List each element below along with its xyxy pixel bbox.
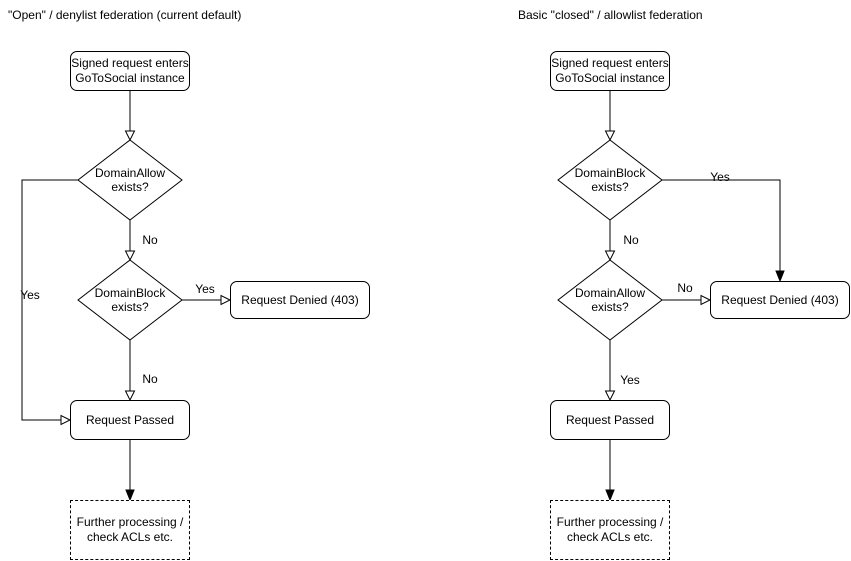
right-edge-label-block-no: No (623, 233, 639, 247)
right-arrowhead-open-block-in (604, 130, 616, 142)
left-edge-label-block-yes: Yes (195, 282, 215, 296)
right-allow-decision-label: DomainAllow exists? (558, 286, 662, 314)
left-denied-text: Request Denied (403) (241, 292, 359, 307)
left-arrowhead-open-allow-in (124, 130, 136, 142)
left-arrowhead-open-denied-in (220, 294, 232, 306)
left-edge-label-block-no: No (142, 372, 158, 386)
right-arrowhead-open-allow-in (604, 250, 616, 262)
left-start-line1: Signed request enters (71, 56, 189, 70)
left-edge-label-allow-no: No (142, 233, 158, 247)
left-start-node: Signed request enters GoToSocial instanc… (70, 51, 190, 91)
left-arrowhead-filled-further-in (125, 489, 135, 502)
right-passed-text: Request Passed (565, 412, 655, 427)
right-start-line1: Signed request enters (551, 56, 669, 70)
left-arrowhead-open-passed-in-left (60, 414, 72, 426)
left-block-line1: DomainBlock (94, 286, 166, 300)
left-edge-label-allow-yes: Yes (20, 288, 40, 302)
left-passed-text: Request Passed (85, 412, 175, 427)
right-allow-line1: DomainAllow (574, 286, 646, 300)
right-further-line1: Further processing / (556, 515, 664, 529)
left-allow-line2: exists? (111, 180, 149, 194)
right-start-line2: GoToSocial instance (555, 71, 665, 85)
right-edge-label-allow-yes: Yes (620, 373, 640, 387)
right-denied-node: Request Denied (403) (710, 281, 850, 319)
left-allow-decision-label: DomainAllow exists? (78, 166, 182, 194)
left-passed-node: Request Passed (70, 400, 190, 440)
left-block-line2: exists? (111, 300, 149, 314)
left-chart-title: "Open" / denylist federation (current de… (8, 8, 242, 22)
right-edge-label-allow-no: No (677, 281, 693, 295)
left-further-line2: check ACLs etc. (86, 530, 174, 544)
right-edge-label-block-yes: Yes (710, 170, 730, 184)
right-arrowhead-open-denied-in-left (700, 294, 712, 306)
left-start-line2: GoToSocial instance (75, 71, 185, 85)
left-block-decision-label: DomainBlock exists? (78, 286, 182, 314)
right-further-line2: check ACLs etc. (566, 530, 654, 544)
left-further-node: Further processing / check ACLs etc. (70, 500, 190, 560)
right-arrowhead-filled-denied-in-top (775, 270, 785, 283)
right-allow-line2: exists? (591, 300, 629, 314)
left-allow-line1: DomainAllow (94, 166, 166, 180)
right-block-line2: exists? (591, 180, 629, 194)
left-arrowhead-open-passed-in (124, 390, 136, 402)
left-denied-node: Request Denied (403) (230, 281, 370, 319)
left-arrowhead-open-block-in (124, 250, 136, 262)
left-wire-allow-yes-to-passed (21, 179, 78, 421)
right-block-decision-label: DomainBlock exists? (558, 166, 662, 194)
right-arrowhead-open-passed-in (604, 390, 616, 402)
right-further-node: Further processing / check ACLs etc. (550, 500, 670, 560)
right-wire-block-yes-to-denied (662, 179, 781, 271)
right-arrowhead-filled-further-in (605, 489, 615, 502)
left-further-line1: Further processing / (76, 515, 184, 529)
right-block-line1: DomainBlock (574, 166, 646, 180)
right-denied-text: Request Denied (403) (721, 292, 839, 307)
right-chart-title: Basic "closed" / allowlist federation (518, 8, 703, 22)
right-passed-node: Request Passed (550, 400, 670, 440)
right-start-node: Signed request enters GoToSocial instanc… (550, 51, 670, 91)
